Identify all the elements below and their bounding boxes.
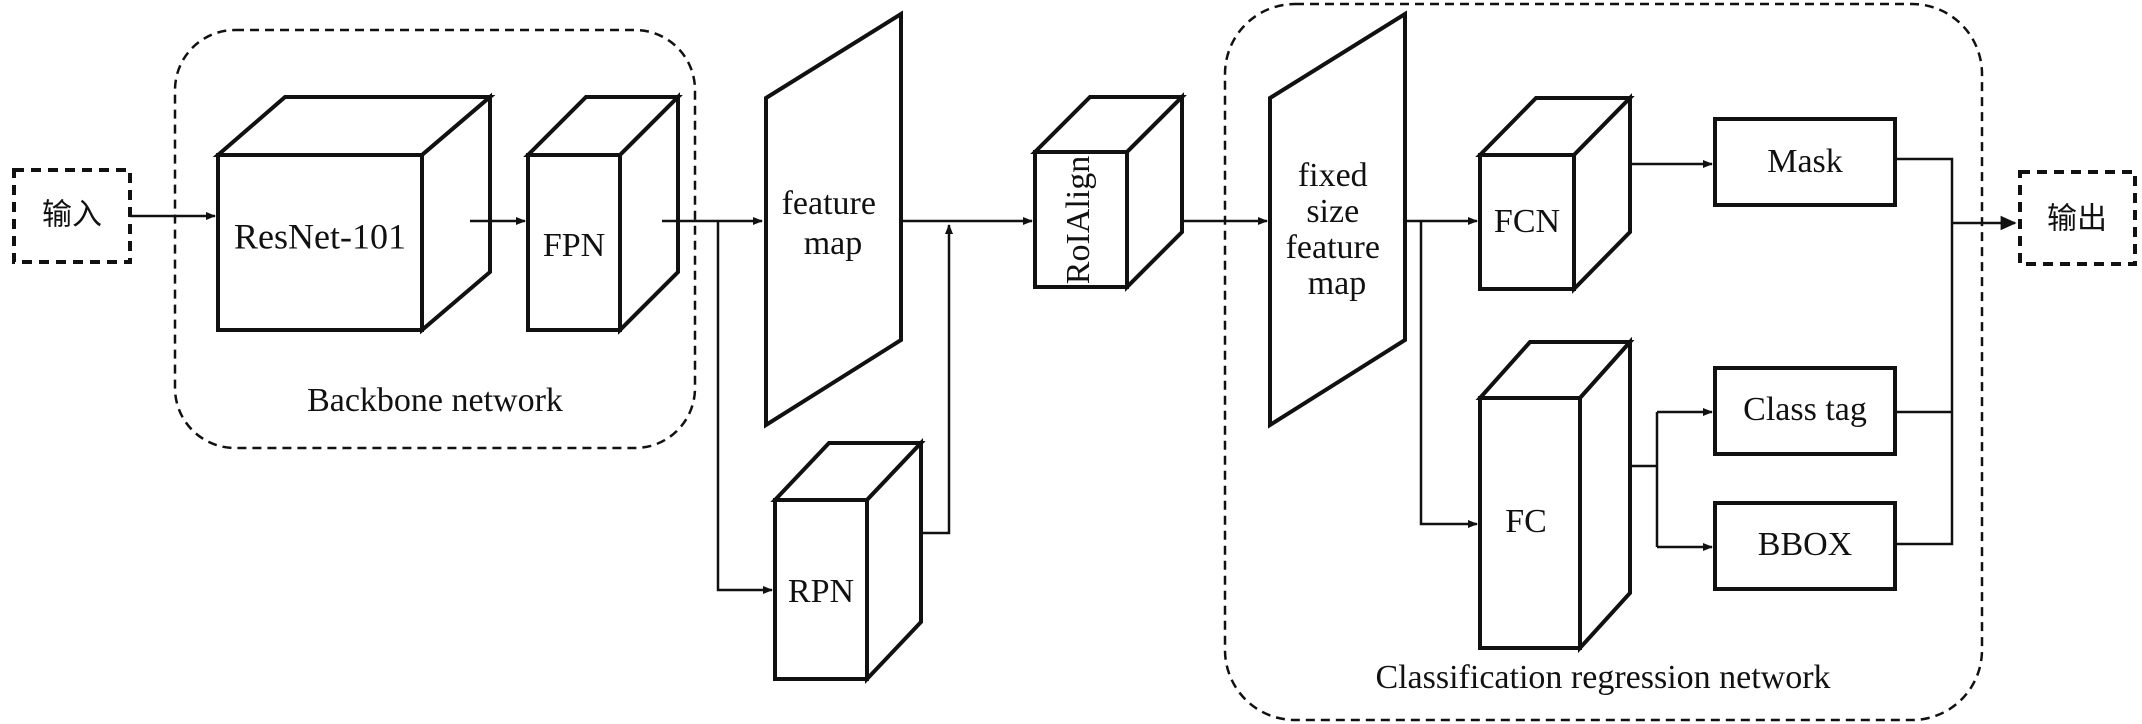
backbone-network-label: Backbone network (307, 382, 563, 419)
fpn-label: FPN (543, 227, 605, 264)
feature-map-label-line-2: map (804, 225, 863, 262)
arrow-fpn-to-rpn (716, 221, 773, 594)
fc-block (1475, 336, 1635, 654)
fixed-size-feature-map-shape (1268, 10, 1407, 429)
resnet-101-label: ResNet-101 (234, 216, 406, 256)
fcn-label: FCN (1494, 203, 1560, 240)
class-tag-label: Class tag (1743, 391, 1867, 428)
classification-regression-group (1223, 2, 1984, 722)
rpn-label: RPN (788, 573, 854, 610)
output-box (2018, 170, 2137, 266)
fcn-block (1475, 93, 1635, 294)
fpn-block (523, 92, 683, 335)
fc-label: FC (1505, 503, 1547, 540)
roialign-label: RoIAlign (1060, 156, 1097, 284)
input-label: 输入 (42, 198, 102, 233)
fixed-map-label-line-1: fixed (1298, 157, 1368, 194)
mask-label: Mask (1767, 143, 1843, 180)
arrow-rpn-to-merge (921, 224, 953, 535)
bbox-label: BBOX (1758, 526, 1852, 563)
connectors (130, 157, 2017, 594)
rpn-block (770, 437, 926, 685)
classification-regression-label: Classification regression network (1375, 659, 1830, 696)
fixed-map-label-line-3: feature (1286, 229, 1380, 266)
feature-map-label: feature map (782, 185, 885, 262)
mask-box (1713, 117, 1897, 207)
line-outputs-merge (1895, 157, 1954, 546)
fixed-size-feature-map-label: fixed size feature map (1286, 157, 1389, 302)
arrow-fixed-map-to-fc (1419, 221, 1478, 528)
resnet-101-block (212, 92, 496, 335)
backbone-network-group (173, 28, 697, 450)
fixed-map-label-line-4: map (1308, 265, 1367, 302)
fixed-map-label-line-2: size (1306, 193, 1359, 230)
roialign-block (1030, 92, 1187, 292)
bbox-box (1713, 501, 1897, 591)
feature-map-shape (764, 10, 903, 429)
output-label: 输出 (2047, 202, 2107, 237)
feature-map-label-line-1: feature (782, 185, 876, 222)
class-tag-box (1713, 366, 1897, 456)
